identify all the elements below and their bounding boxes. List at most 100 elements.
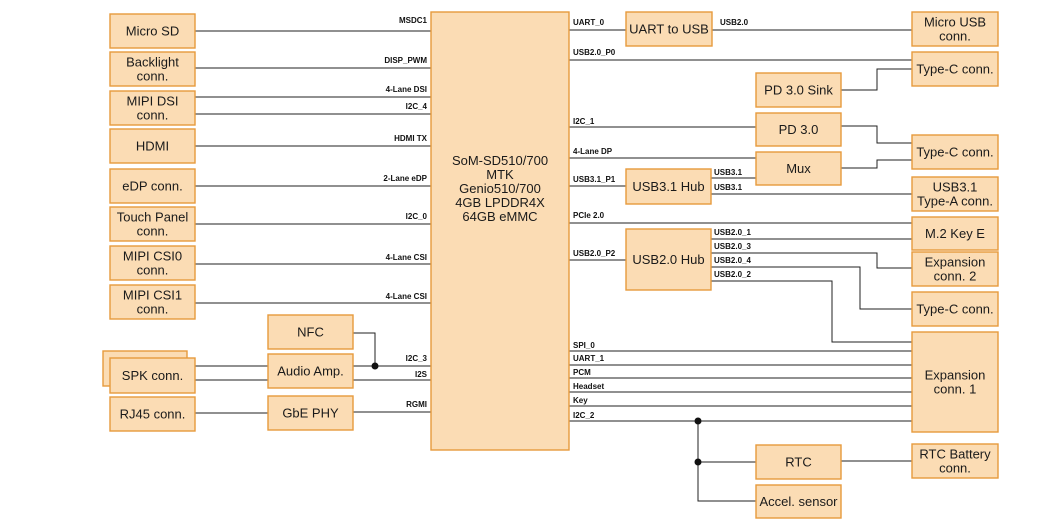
block-label: Type-A conn. (917, 194, 993, 209)
label-i2c2: I2C_2 (573, 411, 595, 420)
label-i2c4: I2C_4 (406, 102, 428, 111)
label-uart1: UART_1 (573, 354, 605, 363)
block-label: conn. (939, 461, 971, 476)
block-label: Expansion (925, 368, 986, 383)
nfc-block: NFC (267, 314, 354, 350)
block-label: PD 3.0 (779, 122, 819, 137)
label-usb20-p0: USB2.0_P0 (573, 48, 616, 57)
label-usb20-4: USB2.0_4 (714, 256, 751, 265)
label-csi1: 4-Lane CSI (386, 292, 427, 301)
rj45-conn-block: RJ45 conn. (109, 396, 196, 432)
block-label: Backlight (126, 55, 179, 70)
label-hdmi-tx: HDMI TX (394, 134, 428, 143)
block-label: Micro USB (924, 15, 986, 30)
block-label: MIPI CSI1 (123, 288, 182, 303)
label-key: Key (573, 396, 588, 405)
block-label: conn. (137, 263, 169, 278)
block-label: conn. (939, 29, 971, 44)
label-i2s: I2S (415, 370, 428, 379)
block-label: Type-C conn. (916, 302, 993, 317)
block-label: Touch Panel (117, 210, 189, 225)
usb20-hub-block: USB2.0 Hub (625, 228, 712, 291)
block-label: Expansion (925, 255, 986, 270)
label-spi0: SPI_0 (573, 341, 595, 350)
label-dsi: 4-Lane DSI (386, 85, 427, 94)
pd30-sink-block: PD 3.0 Sink (755, 72, 842, 108)
junction-dot (694, 417, 702, 425)
type-c-conn-block-3: Type-C conn. (911, 291, 999, 327)
block-label: Audio Amp. (277, 364, 344, 379)
block-label: M.2 Key E (925, 226, 985, 241)
block-label: NFC (297, 325, 324, 340)
label-i2c0: I2C_0 (406, 212, 428, 221)
rtc-block: RTC (755, 444, 842, 480)
wire-typec-pdsink (841, 68, 912, 91)
block-label: Genio510/700 (459, 181, 541, 196)
block-label: MIPI DSI (126, 94, 178, 109)
block-label: Type-C conn. (916, 145, 993, 160)
uart-to-usb-block: UART to USB (625, 11, 713, 47)
block-label: PD 3.0 Sink (764, 83, 833, 98)
block-label: USB3.1 (933, 180, 978, 195)
label-usb31-p1: USB3.1_P1 (573, 175, 616, 184)
label-usb20: USB2.0 (720, 18, 749, 27)
type-c-conn-block-1: Type-C conn. (911, 51, 999, 87)
edp-conn-block: eDP conn. (109, 168, 196, 204)
label-pcie: PCIe 2.0 (573, 211, 605, 220)
type-c-conn-block-2: Type-C conn. (911, 134, 999, 170)
label-usb31-b: USB3.1 (714, 183, 743, 192)
block-label: 64GB eMMC (462, 209, 537, 224)
usb31-hub-block: USB3.1 Hub (625, 168, 712, 205)
block-label: Micro SD (126, 24, 179, 39)
block-label: SoM-SD510/700 (452, 153, 548, 168)
wire-nfc (353, 332, 376, 366)
block-label: eDP conn. (122, 179, 182, 194)
label-usb20-1: USB2.0_1 (714, 228, 751, 237)
label-uart0: UART_0 (573, 18, 605, 27)
mux-block: Mux (755, 151, 842, 186)
block-label: conn. 1 (934, 382, 977, 397)
pd30-block: PD 3.0 (755, 112, 842, 147)
block-label: UART to USB (629, 22, 709, 37)
gbe-phy-block: GbE PHY (267, 395, 354, 431)
label-usb20-p2: USB2.0_P2 (573, 249, 616, 258)
block-label: RTC Battery (919, 447, 991, 462)
wire-usb20-2 (711, 280, 912, 343)
wire-mux-typec (841, 159, 912, 169)
block-label: GbE PHY (282, 406, 339, 421)
block-label: MTK (486, 167, 514, 182)
hdmi-block: HDMI (109, 128, 196, 164)
block-label: HDMI (136, 139, 169, 154)
block-label: USB2.0 Hub (632, 252, 704, 267)
block-label: conn. (137, 302, 169, 317)
block-label: Accel. sensor (759, 494, 838, 509)
signal-labels: MSDC1 DISP_PWM 4-Lane DSI I2C_4 HDMI TX … (383, 16, 751, 420)
wire-usb20-3 (711, 252, 912, 269)
block-label: conn. 2 (934, 269, 977, 284)
block-label: conn. (137, 108, 169, 123)
label-pcm: PCM (573, 368, 591, 377)
label-edp: 2-Lane eDP (383, 174, 427, 183)
label-headset: Headset (573, 382, 604, 391)
connections (195, 29, 912, 502)
label-usb20-3: USB2.0_3 (714, 242, 751, 251)
label-dp: 4-Lane DP (573, 147, 613, 156)
block-label: RTC (785, 455, 811, 470)
block-label: conn. (137, 224, 169, 239)
block-label: 4GB LPDDR4X (455, 195, 545, 210)
block-label: USB3.1 Hub (632, 179, 704, 194)
block-label: Type-C conn. (916, 62, 993, 77)
label-usb31-a: USB3.1 (714, 168, 743, 177)
block-label: RJ45 conn. (120, 407, 186, 422)
